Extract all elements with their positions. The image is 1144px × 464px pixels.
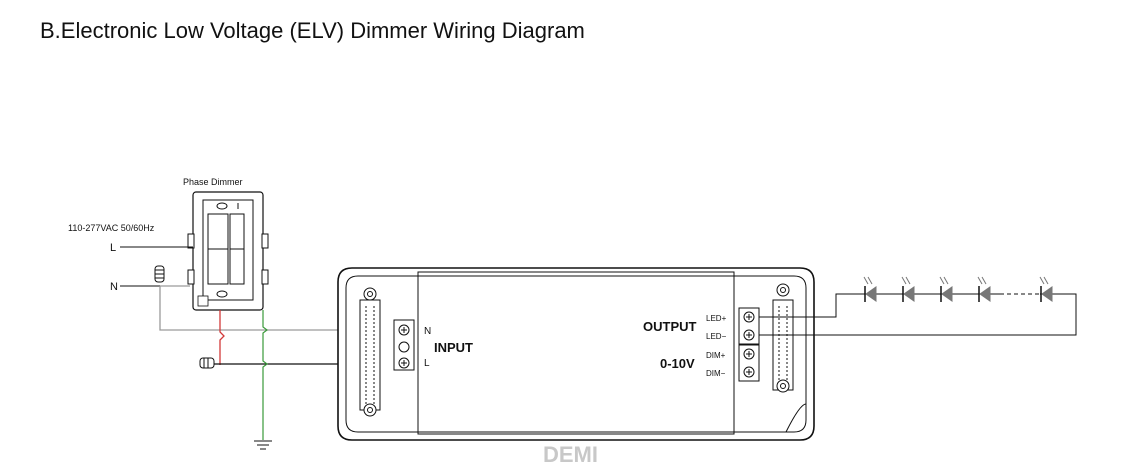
led-diode-icon [901,276,915,302]
led-diode-icon [977,276,991,302]
supply-neutral-label: N [110,281,118,293]
supply-voltage-label: 110-277VAC 50/60Hz [68,223,155,233]
input-label: INPUT [434,340,473,355]
wire-nut-icon [154,265,165,283]
input-terminal-block [393,319,415,371]
dim-minus-label: DIM− [706,369,726,378]
wire-nut-icon [199,357,215,369]
input-l-label: L [424,358,430,369]
led-diode-icon [863,276,877,302]
output-terminal-block [738,307,760,382]
led-diode-icon [939,276,953,302]
dimmer-label: Phase Dimmer [183,177,243,187]
dim-label: 0-10V [660,356,695,371]
input-n-label: N [424,326,431,337]
supply-line-label: L [110,242,116,254]
led-minus-label: LED− [706,332,727,341]
led-plus-label: LED+ [706,314,727,323]
phase-dimmer [187,191,269,311]
watermark: DEMI [543,442,598,464]
led-diode-icon [1039,276,1053,302]
led-driver [337,267,815,441]
output-label: OUTPUT [643,319,697,334]
page-title: B.Electronic Low Voltage (ELV) Dimmer Wi… [40,18,585,43]
dim-plus-label: DIM+ [706,351,726,360]
ground-icon [254,440,272,450]
